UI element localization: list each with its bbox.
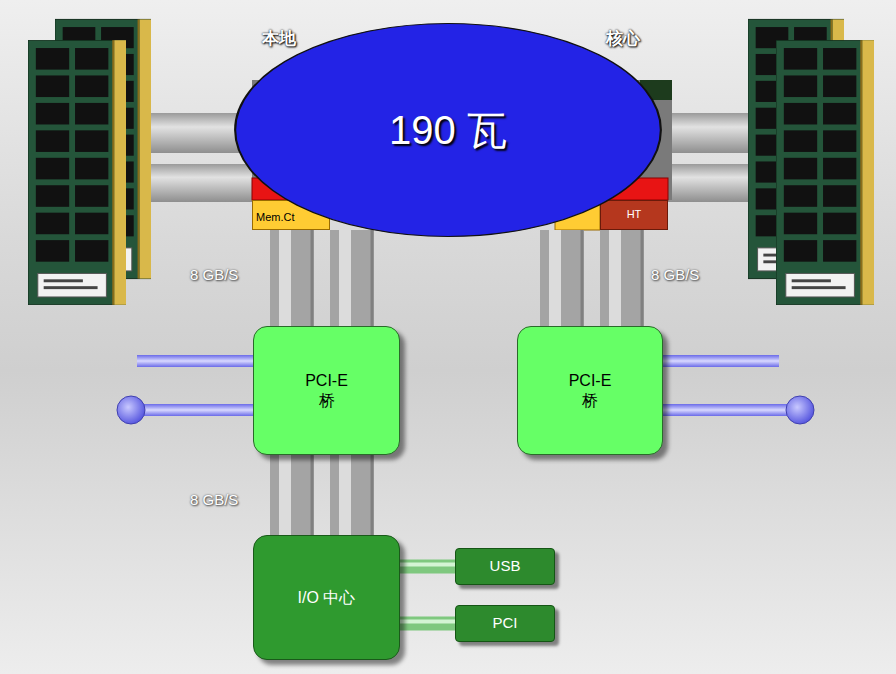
bus-pipe [400,622,455,624]
pipe-body [330,455,374,535]
pipe-body [330,230,374,326]
bandwidth-label: 8 GB/S [651,266,699,283]
pipe-body [600,230,644,326]
pipe-highlight [279,455,291,535]
bridge-box: PCI-E 桥 [517,326,663,455]
node-text: PCI [492,614,517,633]
bus-pipe [555,230,642,326]
bandwidth-label: 8 GB/S [190,491,238,508]
oval-shape [235,24,661,237]
pipe-edge [311,230,314,326]
bridge-box: PCI-E 桥 [253,326,400,455]
pipe-edge [371,455,374,535]
pipe-highlight [400,563,455,567]
node-text: I/O 中心 [298,588,356,608]
pipe-highlight [549,230,561,326]
pipe-body [540,230,584,326]
pipe-body [400,560,455,574]
node-text: PCI-E 桥 [561,371,619,411]
pipe-highlight [279,230,291,326]
pipe-edge [371,230,374,326]
title-fragment: 本地 [262,27,296,50]
bus-pipe [400,565,455,567]
bus-pipe [285,455,372,535]
node-text: 190 瓦 [389,105,507,155]
node-text: USB [490,557,521,576]
pipe-highlight [609,230,621,326]
pipe-body [400,617,455,631]
io-hub-box: I/O 中心 [253,535,400,660]
pipe-edge [581,230,584,326]
port-box: USB [455,548,555,585]
pipe-highlight [400,620,455,624]
pipe-body [270,230,314,326]
title-fragment: 核心 [606,27,640,50]
pipe-edge [641,230,644,326]
bandwidth-label: 8 GB/S [190,266,238,283]
node-text: PCI-E 桥 [298,371,356,411]
hypertransport-box: HT [600,200,668,230]
bus-pipe [285,230,372,326]
node-text: Mem.Ct [256,211,295,225]
pipe-highlight [339,230,351,326]
pipe-edge [311,455,314,535]
power-oval: 190 瓦 [233,22,663,238]
port-box: PCI [455,605,555,642]
pipe-highlight [339,455,351,535]
node-text: HT [627,208,642,222]
pipe-body [270,455,314,535]
